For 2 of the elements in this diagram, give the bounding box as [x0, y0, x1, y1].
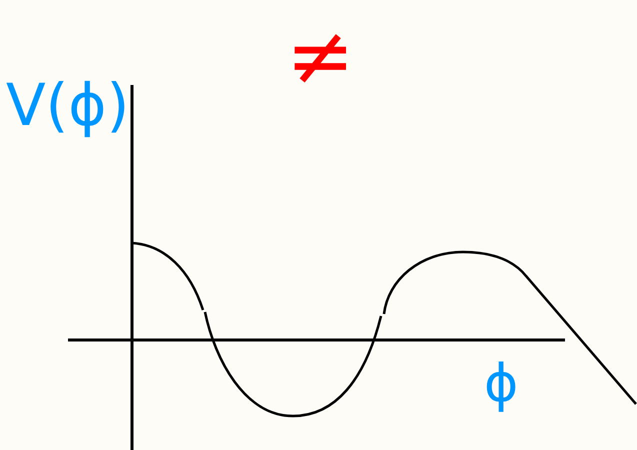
not-equal-sign: ≠ [286, 16, 355, 98]
axis-label: ϕ [484, 358, 518, 410]
